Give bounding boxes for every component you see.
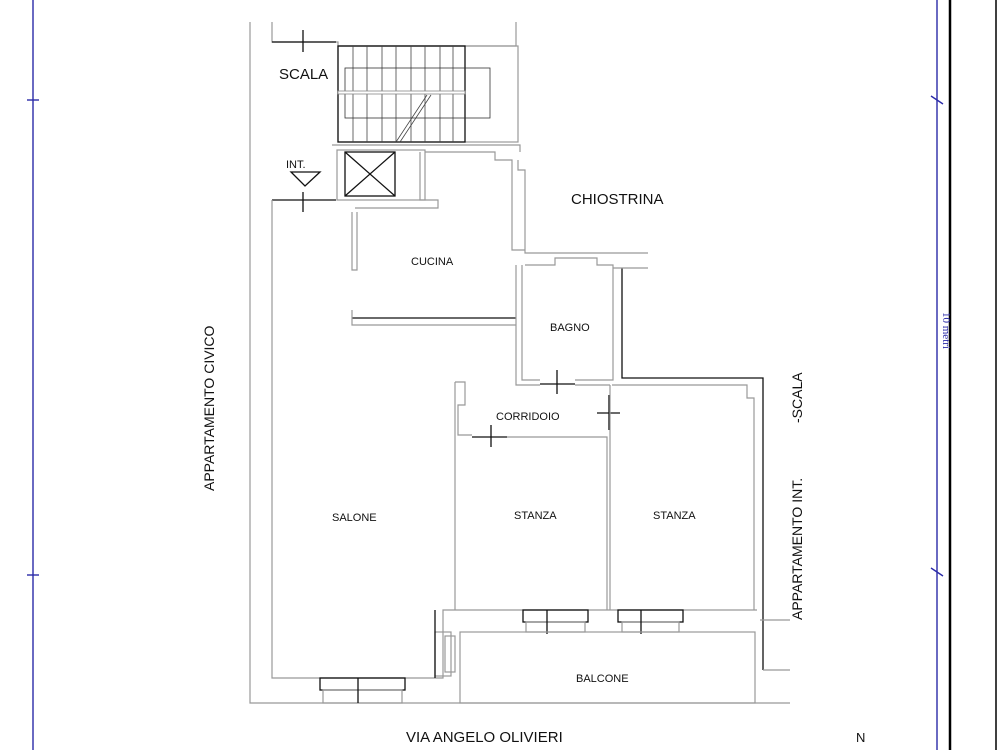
scale-bar: 10 metri — [930, 0, 997, 750]
room-label-stanza: STANZA — [514, 510, 557, 522]
balcony — [459, 631, 756, 704]
scale-label: 10 metri — [940, 312, 952, 349]
room-label-chiostrina: CHIOSTRINA — [571, 191, 664, 208]
room-label-scala: SCALA — [279, 66, 328, 83]
level-marker-icon — [289, 171, 322, 187]
elevator-shaft — [332, 144, 521, 201]
entrance-door — [272, 192, 336, 212]
street-label: VIA ANGELO OLIVIERI — [406, 729, 563, 746]
room-label-balcone: BALCONE — [576, 673, 629, 685]
north-indicator: N — [856, 730, 865, 745]
neighbor-label-left: APPARTAMENTO CIVICO — [201, 325, 217, 491]
room-label-bagno: BAGNO — [550, 322, 590, 334]
room-label-cucina: CUCINA — [411, 256, 454, 268]
neighbor-label-right-scala: -SCALA — [789, 372, 805, 423]
room-label-salone: SALONE — [332, 512, 377, 524]
neighbor-label-right: APPARTAMENTO INT. — [789, 478, 805, 620]
walls — [271, 151, 790, 704]
room-label-int: INT. — [286, 159, 306, 171]
room-label-corridoio: CORRIDOIO — [496, 411, 560, 423]
left-border-line — [27, 0, 39, 750]
outer-boundary — [249, 22, 790, 704]
room-label-stanza: STANZA — [653, 510, 696, 522]
staircase — [337, 45, 519, 143]
